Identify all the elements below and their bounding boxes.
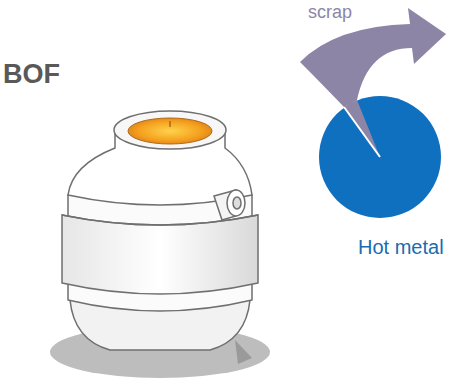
scrap-arrow [300, 8, 446, 107]
shadow-tail [235, 340, 252, 364]
vessel-label: BOF [3, 59, 60, 90]
pie-label: Hot metal [358, 236, 444, 259]
bof-vessel [62, 111, 258, 350]
pie-chart [319, 96, 441, 218]
arrow-label: scrap [308, 2, 352, 23]
